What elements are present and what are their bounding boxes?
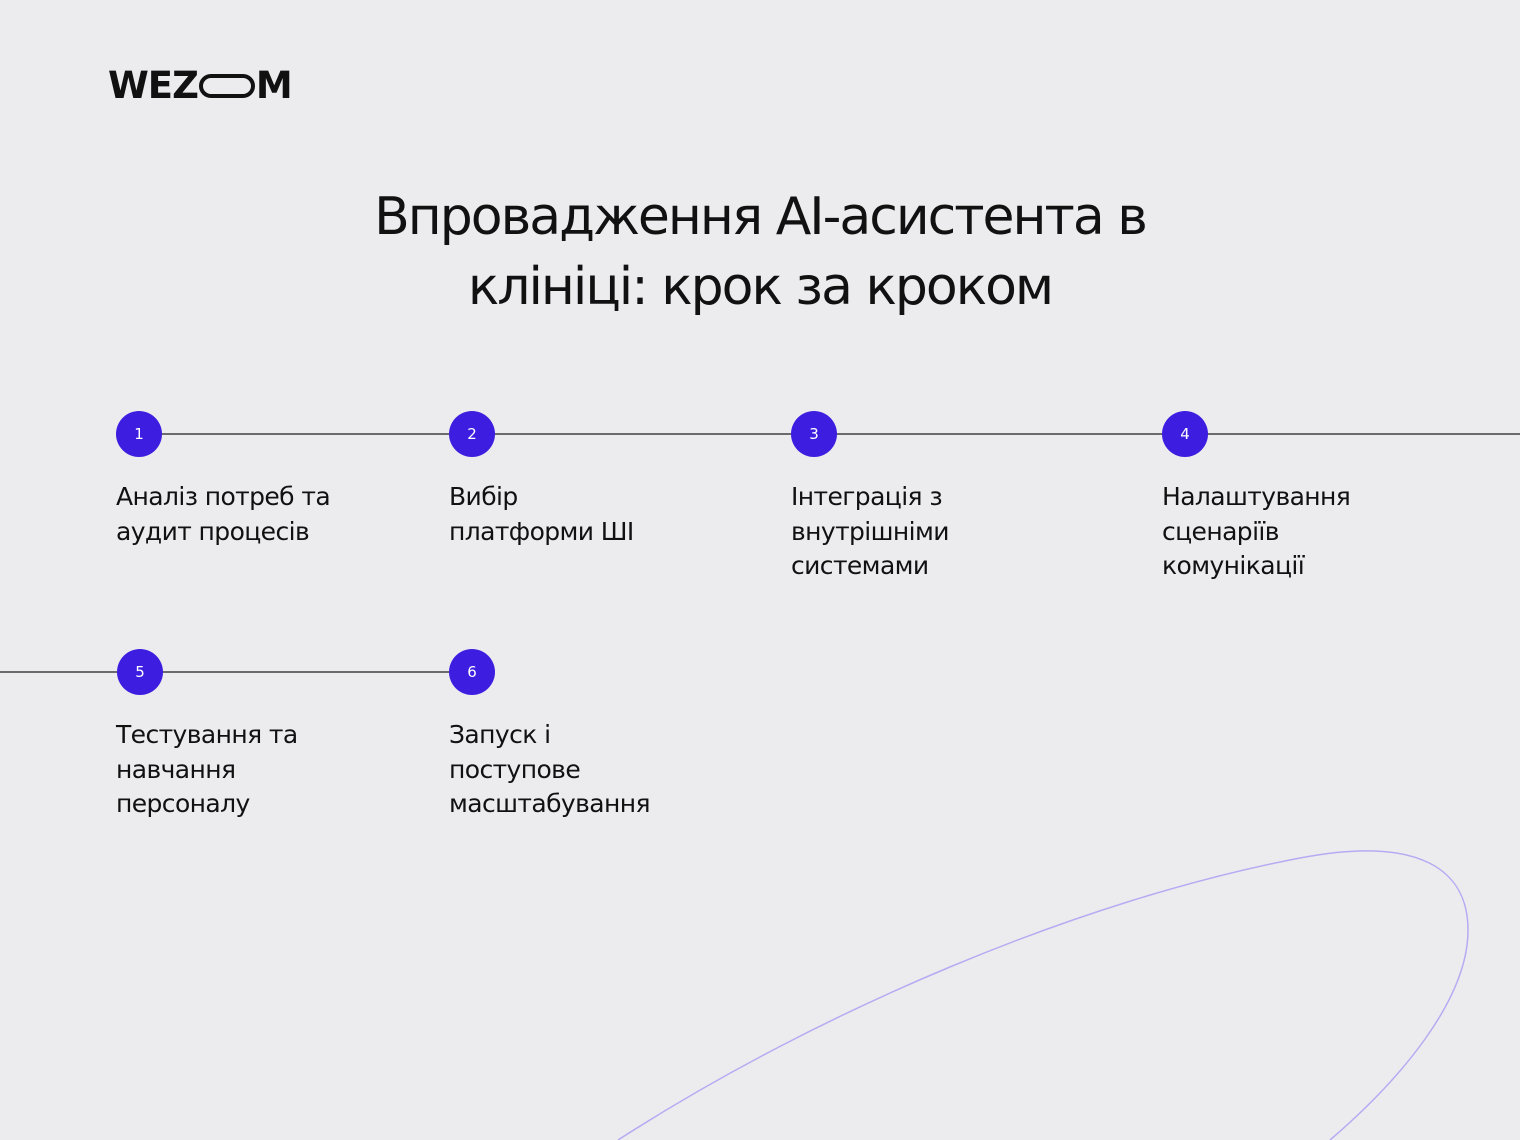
step-1-label: Аналіз потреб та аудит процесів	[116, 480, 331, 549]
step-3-number-badge: 3	[791, 411, 837, 457]
step-1-number-badge: 1	[116, 411, 162, 457]
step-6-label: Запуск і поступове масштабування	[449, 718, 650, 822]
logo-oval-icon	[198, 74, 255, 98]
step-5-label-line-2: навчання	[116, 754, 236, 784]
step-6-label-line-3: масштабування	[449, 789, 650, 818]
step-2-number-badge: 2	[449, 411, 495, 457]
step-1-label-line-1: Аналіз потреб та	[116, 482, 331, 511]
step-2-label-line-1: Вибір	[449, 482, 518, 511]
step-1-label-line-2: аудит процесів	[116, 516, 310, 546]
step-5-label-line-1: Тестування та	[116, 720, 298, 749]
logo-text-right: M	[255, 64, 293, 107]
step-5-number-badge: 5	[117, 649, 163, 695]
step-5-label: Тестування та навчання персоналу	[116, 718, 298, 822]
step-5-label-line-3: персоналу	[116, 789, 250, 818]
step-4-label: Налаштування сценаріїв комунікації	[1162, 480, 1351, 584]
step-2-label-line-2: платформи ШІ	[449, 516, 634, 546]
step-6-label-line-1: Запуск і	[449, 720, 551, 749]
step-3-label: Інтеграція з внутрішніми системами	[791, 480, 950, 584]
step-3-label-line-1: Інтеграція з	[791, 482, 943, 511]
timeline-connector-row-2	[0, 671, 472, 673]
logo-text-left: WEZ	[108, 64, 199, 107]
step-4-label-line-2: сценаріїв	[1162, 516, 1280, 546]
wezom-logo: WEZ M	[108, 62, 293, 110]
step-3-label-line-3: системами	[791, 551, 929, 580]
step-6-number-badge: 6	[449, 649, 495, 695]
step-4-label-line-3: комунікації	[1162, 551, 1305, 580]
step-3-label-line-2: внутрішніми	[791, 516, 950, 546]
page-title: Впровадження AI-асистента в клініці: кро…	[0, 182, 1520, 322]
title-line-1: Впровадження AI-асистента в	[374, 187, 1148, 247]
step-4-number-badge: 4	[1162, 411, 1208, 457]
step-2-label: Вибір платформи ШІ	[449, 480, 634, 549]
title-line-2: клініці: крок за кроком	[467, 257, 1054, 317]
step-6-label-line-2: поступове	[449, 754, 581, 784]
step-4-label-line-1: Налаштування	[1162, 482, 1351, 511]
